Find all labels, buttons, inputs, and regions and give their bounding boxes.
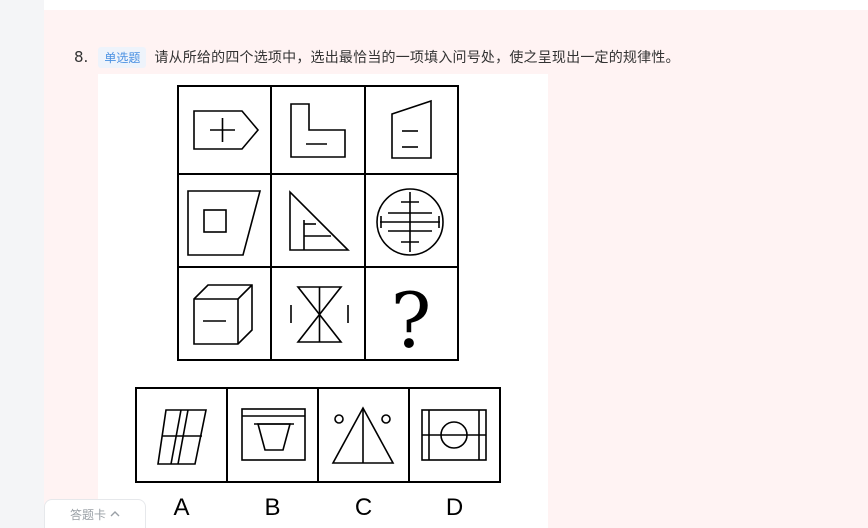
question-text: 请从所给的四个选项中，选出最恰当的一项填入问号处，使之呈现出一定的规律性。 — [154, 50, 680, 66]
question-header: 8. 单选题 请从所给的四个选项中，选出最恰当的一项填入问号处，使之呈现出一定的… — [74, 46, 680, 68]
cell-r2c2 — [289, 190, 350, 251]
cell-r3c2 — [290, 286, 349, 343]
cell-r3c1 — [193, 284, 253, 345]
option-label-d[interactable]: D — [446, 494, 463, 521]
option-label-a[interactable]: A — [173, 494, 189, 521]
option-a-figure — [157, 409, 207, 465]
question-card: 8. 单选题 请从所给的四个选项中，选出最恰当的一项填入问号处，使之呈现出一定的… — [44, 0, 868, 528]
option-b-figure — [241, 408, 306, 461]
answer-card-button[interactable]: 答题卡 — [44, 499, 146, 528]
puzzle-grid — [177, 85, 459, 361]
cell-r1c1 — [193, 110, 260, 150]
options-grid — [135, 387, 501, 483]
question-number: 8. — [74, 48, 89, 66]
card-top-strip — [44, 0, 868, 8]
option-d-figure — [421, 409, 487, 461]
cell-r1c2 — [290, 103, 346, 158]
cell-r2c1 — [187, 190, 262, 256]
question-type-badge: 单选题 — [98, 46, 147, 68]
option-label-b[interactable]: B — [264, 494, 280, 521]
option-c-figure — [331, 406, 395, 464]
question-mark: ? — [391, 276, 432, 365]
question-figure: ? — [98, 74, 548, 528]
cell-r2c3 — [376, 188, 444, 256]
option-label-c[interactable]: C — [355, 494, 372, 521]
grid-frame — [177, 85, 459, 361]
chevron-up-icon — [110, 508, 120, 521]
cell-r1c3 — [391, 99, 432, 159]
answer-card-label: 答题卡 — [69, 507, 106, 522]
